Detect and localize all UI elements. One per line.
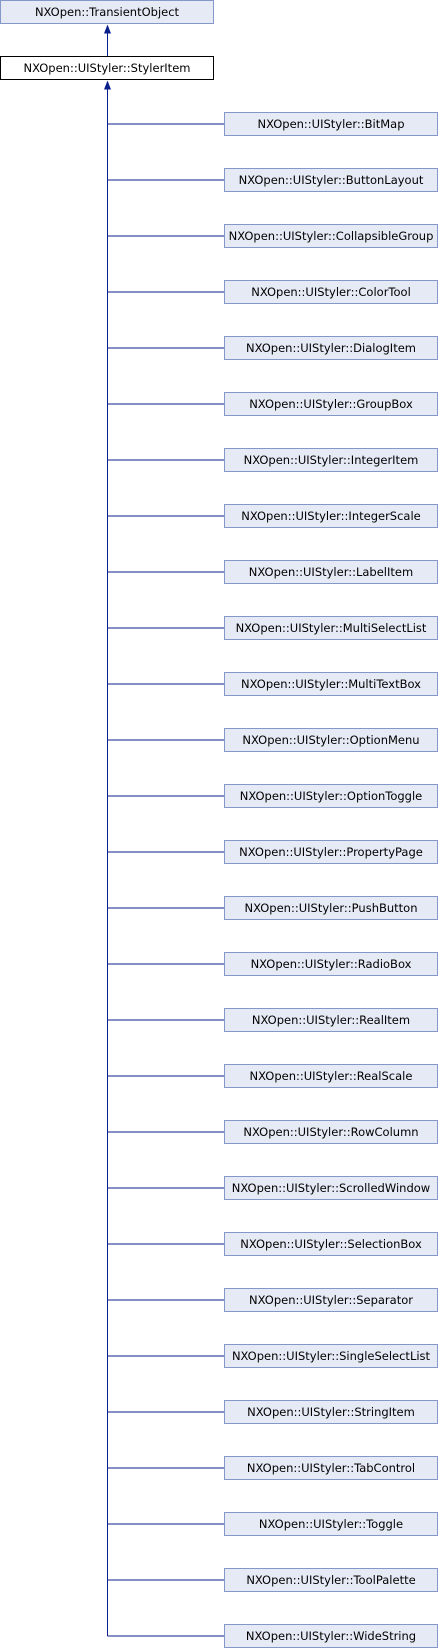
derived-class-label: NXOpen::UIStyler::WideString [246, 1629, 416, 1643]
derived-class-label: NXOpen::UIStyler::PropertyPage [239, 845, 423, 859]
derived-class-node[interactable]: NXOpen::UIStyler::CollapsibleGroup [224, 224, 438, 248]
derived-class-label: NXOpen::UIStyler::RowColumn [243, 1125, 418, 1139]
derived-class-node[interactable]: NXOpen::UIStyler::RealScale [224, 1064, 438, 1088]
derived-class-label: NXOpen::UIStyler::LabelItem [249, 565, 413, 579]
derived-class-label: NXOpen::UIStyler::PushButton [245, 901, 418, 915]
derived-class-label: NXOpen::UIStyler::ColorTool [251, 285, 411, 299]
derived-class-node[interactable]: NXOpen::UIStyler::ColorTool [224, 280, 438, 304]
derived-class-node[interactable]: NXOpen::UIStyler::RadioBox [224, 952, 438, 976]
derived-class-label: NXOpen::UIStyler::SingleSelectList [232, 1349, 431, 1363]
derived-class-label: NXOpen::UIStyler::IntegerScale [241, 509, 421, 523]
derived-class-label: NXOpen::UIStyler::TabControl [247, 1461, 415, 1475]
derived-class-label: NXOpen::UIStyler::BitMap [257, 117, 404, 131]
derived-class-node[interactable]: NXOpen::UIStyler::BitMap [224, 112, 438, 136]
derived-class-label: NXOpen::UIStyler::StringItem [247, 1405, 415, 1419]
current-class-label: NXOpen::UIStyler::StylerItem [24, 61, 191, 75]
derived-class-label: NXOpen::UIStyler::IntegerItem [244, 453, 419, 467]
derived-class-label: NXOpen::UIStyler::ButtonLayout [239, 173, 424, 187]
derived-class-label: NXOpen::UIStyler::ScrolledWindow [232, 1181, 430, 1195]
derived-class-label: NXOpen::UIStyler::RadioBox [251, 957, 412, 971]
derived-class-label: NXOpen::UIStyler::RealItem [252, 1013, 410, 1027]
derived-class-node[interactable]: NXOpen::UIStyler::RealItem [224, 1008, 438, 1032]
derived-class-node[interactable]: NXOpen::UIStyler::Toggle [224, 1512, 438, 1536]
derived-class-label: NXOpen::UIStyler::GroupBox [249, 397, 413, 411]
derived-class-label: NXOpen::UIStyler::MultiSelectList [236, 621, 427, 635]
derived-class-node[interactable]: NXOpen::UIStyler::OptionMenu [224, 728, 438, 752]
derived-class-label: NXOpen::UIStyler::Toggle [259, 1517, 403, 1531]
derived-class-node[interactable]: NXOpen::UIStyler::SelectionBox [224, 1232, 438, 1256]
inheritance-arrow [104, 80, 111, 90]
derived-class-node[interactable]: NXOpen::UIStyler::ToolPalette [224, 1568, 438, 1592]
derived-class-label: NXOpen::UIStyler::CollapsibleGroup [229, 229, 434, 243]
derived-class-label: NXOpen::UIStyler::Separator [249, 1293, 413, 1307]
inheritance-edges [104, 24, 225, 1637]
derived-class-node[interactable]: NXOpen::UIStyler::IntegerItem [224, 448, 438, 472]
derived-class-label: NXOpen::UIStyler::ToolPalette [246, 1573, 415, 1587]
base-class-node[interactable]: NXOpen::TransientObject [0, 0, 214, 24]
derived-class-label: NXOpen::UIStyler::SelectionBox [240, 1237, 422, 1251]
derived-class-label: NXOpen::UIStyler::DialogItem [246, 341, 416, 355]
derived-class-node[interactable]: NXOpen::UIStyler::Separator [224, 1288, 438, 1312]
derived-class-node[interactable]: NXOpen::UIStyler::DialogItem [224, 336, 438, 360]
derived-class-node[interactable]: NXOpen::UIStyler::ButtonLayout [224, 168, 438, 192]
derived-class-label: NXOpen::UIStyler::MultiTextBox [241, 677, 421, 691]
base-class-box [0, 0, 214, 24]
derived-class-label: NXOpen::UIStyler::OptionMenu [242, 733, 419, 747]
derived-class-list: NXOpen::UIStyler::BitMapNXOpen::UIStyler… [224, 112, 438, 1648]
base-class-label: NXOpen::TransientObject [35, 5, 180, 19]
derived-class-node[interactable]: NXOpen::UIStyler::TabControl [224, 1456, 438, 1480]
derived-class-node[interactable]: NXOpen::UIStyler::RowColumn [224, 1120, 438, 1144]
current-class-node: NXOpen::UIStyler::StylerItem [0, 56, 214, 80]
derived-class-node[interactable]: NXOpen::UIStyler::StringItem [224, 1400, 438, 1424]
derived-class-node[interactable]: NXOpen::UIStyler::IntegerScale [224, 504, 438, 528]
derived-class-label: NXOpen::UIStyler::OptionToggle [240, 789, 423, 803]
derived-class-node[interactable]: NXOpen::UIStyler::PropertyPage [224, 840, 438, 864]
derived-class-node[interactable]: NXOpen::UIStyler::MultiTextBox [224, 672, 438, 696]
derived-class-label: NXOpen::UIStyler::RealScale [250, 1069, 413, 1083]
derived-class-node[interactable]: NXOpen::UIStyler::WideString [224, 1624, 438, 1648]
derived-class-node[interactable]: NXOpen::UIStyler::PushButton [224, 896, 438, 920]
derived-class-node[interactable]: NXOpen::UIStyler::SingleSelectList [224, 1344, 438, 1368]
inheritance-arrow [104, 24, 111, 34]
derived-class-node[interactable]: NXOpen::UIStyler::MultiSelectList [224, 616, 438, 640]
derived-class-node[interactable]: NXOpen::UIStyler::LabelItem [224, 560, 438, 584]
current-class-box [0, 56, 214, 80]
derived-class-node[interactable]: NXOpen::UIStyler::ScrolledWindow [224, 1176, 438, 1200]
derived-class-node[interactable]: NXOpen::UIStyler::OptionToggle [224, 784, 438, 808]
derived-class-node[interactable]: NXOpen::UIStyler::GroupBox [224, 392, 438, 416]
